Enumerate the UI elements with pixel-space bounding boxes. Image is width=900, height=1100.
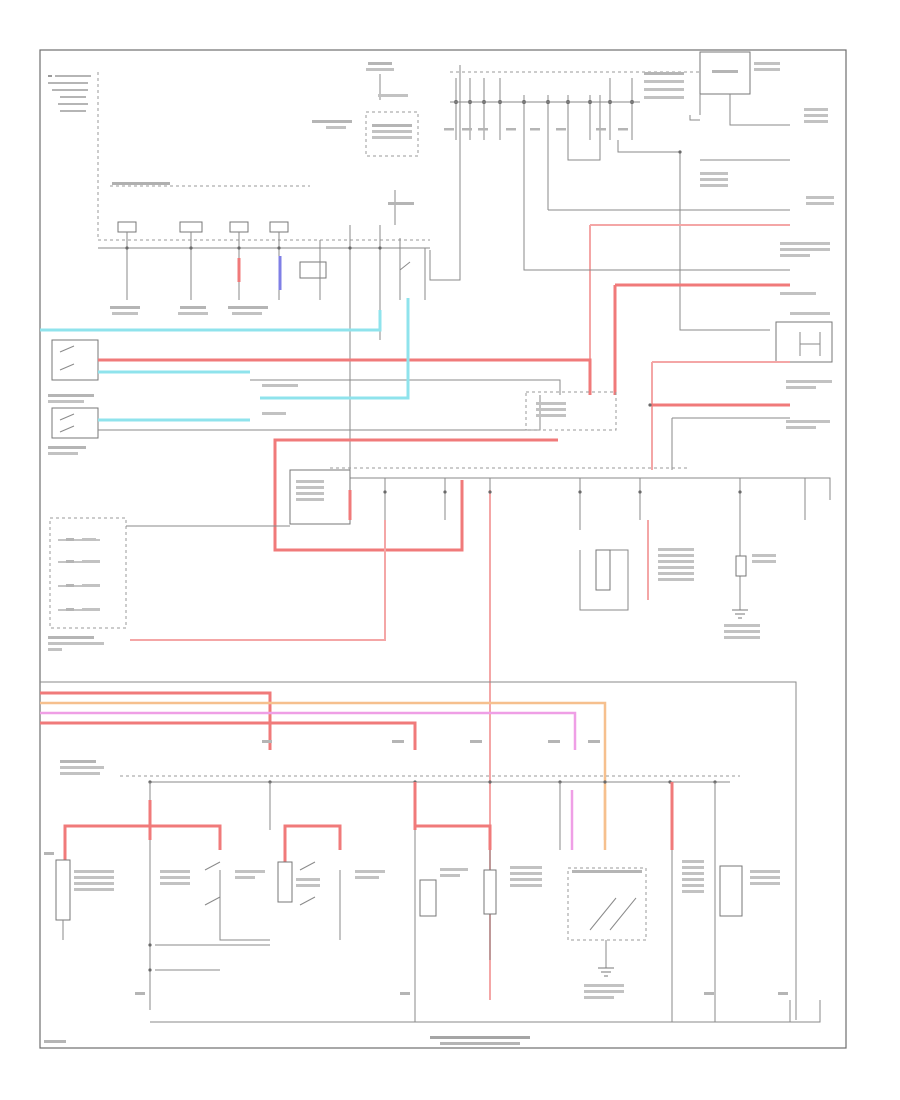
relay-center	[525, 391, 617, 431]
combination-switch	[49, 517, 127, 629]
component-bottom-switch	[567, 867, 647, 941]
top-left-section	[48, 62, 461, 470]
middle-left-section	[40, 298, 617, 552]
ignition-switch-block	[312, 62, 419, 157]
switch-left-upper	[51, 339, 99, 381]
component-bottom-1	[55, 859, 71, 921]
module-mid-left	[289, 469, 351, 525]
junction-label	[112, 182, 170, 185]
page-code-mark	[44, 1040, 66, 1043]
diagram-frame	[39, 49, 847, 1049]
component-label-left-top	[48, 75, 91, 112]
middle-bus-section	[130, 467, 831, 1000]
switch-left-lower	[51, 407, 99, 439]
top-right-section	[444, 51, 834, 470]
bottom-components	[44, 830, 821, 1023]
combination-switch-section	[48, 517, 290, 651]
fuse-row	[117, 221, 289, 300]
fuse-labels	[110, 306, 268, 315]
module-right-mid	[775, 321, 833, 363]
wire-labels-top	[444, 128, 628, 131]
lower-harness-section	[40, 681, 797, 1020]
footer-ground-label	[430, 1036, 530, 1045]
relay-cluster	[299, 65, 461, 470]
